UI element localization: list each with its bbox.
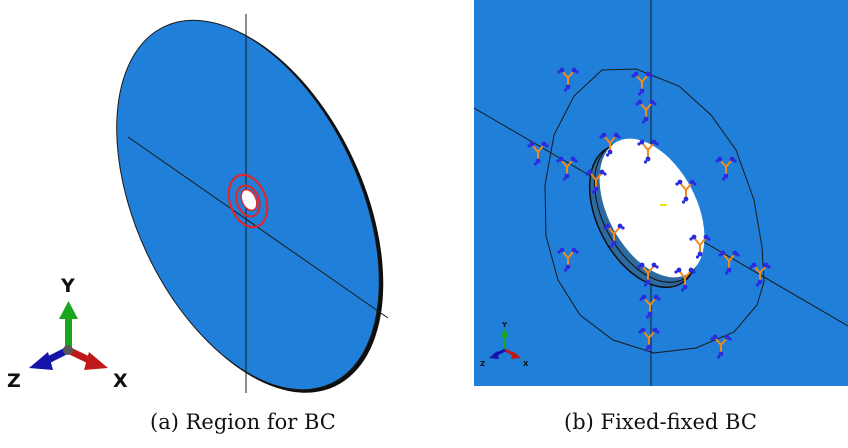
- center-hole: [599, 138, 705, 278]
- center-hole: [240, 188, 258, 212]
- panel-fixed-fixed-bc: Y Z X: [473, 0, 848, 386]
- yellow-marker: [660, 204, 667, 206]
- partition-line-horizontal: [127, 136, 389, 319]
- bc-region-outer-ring: [227, 173, 269, 229]
- fixed-fixed-bc-figure: Y Z X: [473, 0, 848, 386]
- panel-region-for-bc: Y Z X: [0, 0, 424, 395]
- axis-label-x: X: [113, 370, 128, 392]
- xyz-axis-triad-icon: Y Z X: [7, 275, 128, 392]
- caption-region-for-bc: (a) Region for BC: [150, 410, 336, 434]
- axis-label-z: Z: [7, 370, 21, 392]
- axis-label-z: Z: [480, 360, 485, 368]
- caption-fixed-fixed-bc: (b) Fixed-fixed BC: [564, 410, 757, 434]
- axis-label-x: X: [523, 360, 529, 368]
- xyz-axis-triad-icon: Y Z X: [480, 321, 529, 368]
- bc-region-inner-ring: [235, 184, 261, 218]
- axis-label-y: Y: [501, 321, 508, 329]
- axis-label-y: Y: [60, 275, 75, 297]
- bc-region-outline: [544, 68, 765, 354]
- region-for-bc-figure: Y Z X: [7, 14, 389, 393]
